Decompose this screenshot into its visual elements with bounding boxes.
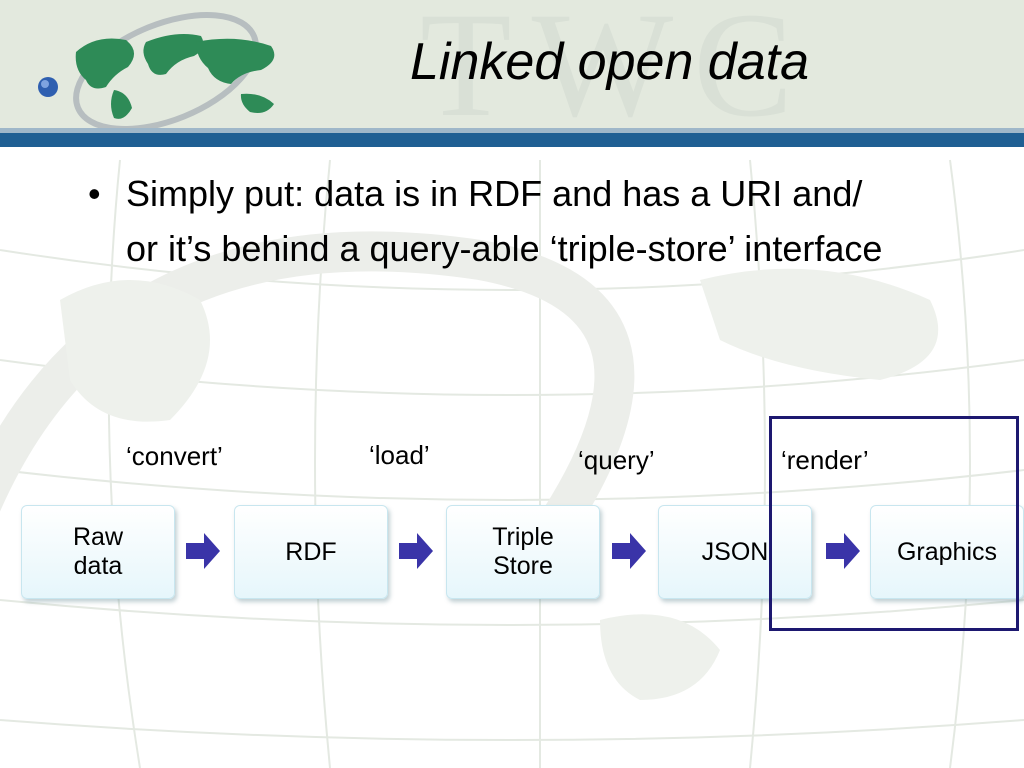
bullet-marker: •	[88, 173, 101, 214]
slide-header: TWC Linked open data	[0, 0, 1024, 133]
flow-box-triple-store: Triple Store	[446, 505, 600, 599]
flow-box-json: JSON	[658, 505, 812, 599]
arrow-right-icon	[826, 533, 860, 569]
header-watermark: TWC	[420, 0, 814, 133]
slide-title: Linked open data	[410, 33, 810, 91]
header-divider-light	[0, 128, 1024, 133]
flow-box-raw-data: Raw data	[21, 505, 175, 599]
step-label-convert: ‘convert’	[126, 441, 223, 471]
arrow-right-icon	[186, 533, 220, 569]
render-highlight-frame	[769, 416, 1019, 631]
arrow-right-icon	[612, 533, 646, 569]
flow-box-rdf: RDF	[234, 505, 388, 599]
step-label-render: ‘render’	[781, 445, 869, 475]
flow-box-graphics: Graphics	[870, 505, 1024, 599]
header-divider	[0, 133, 1024, 147]
arrow-right-icon	[399, 533, 433, 569]
bullet-text: Simply put: data is in RDF and has a URI…	[126, 173, 883, 269]
step-label-load: ‘load’	[369, 440, 430, 470]
step-label-query: ‘query’	[578, 445, 655, 475]
globe-logo-icon	[38, 12, 275, 132]
